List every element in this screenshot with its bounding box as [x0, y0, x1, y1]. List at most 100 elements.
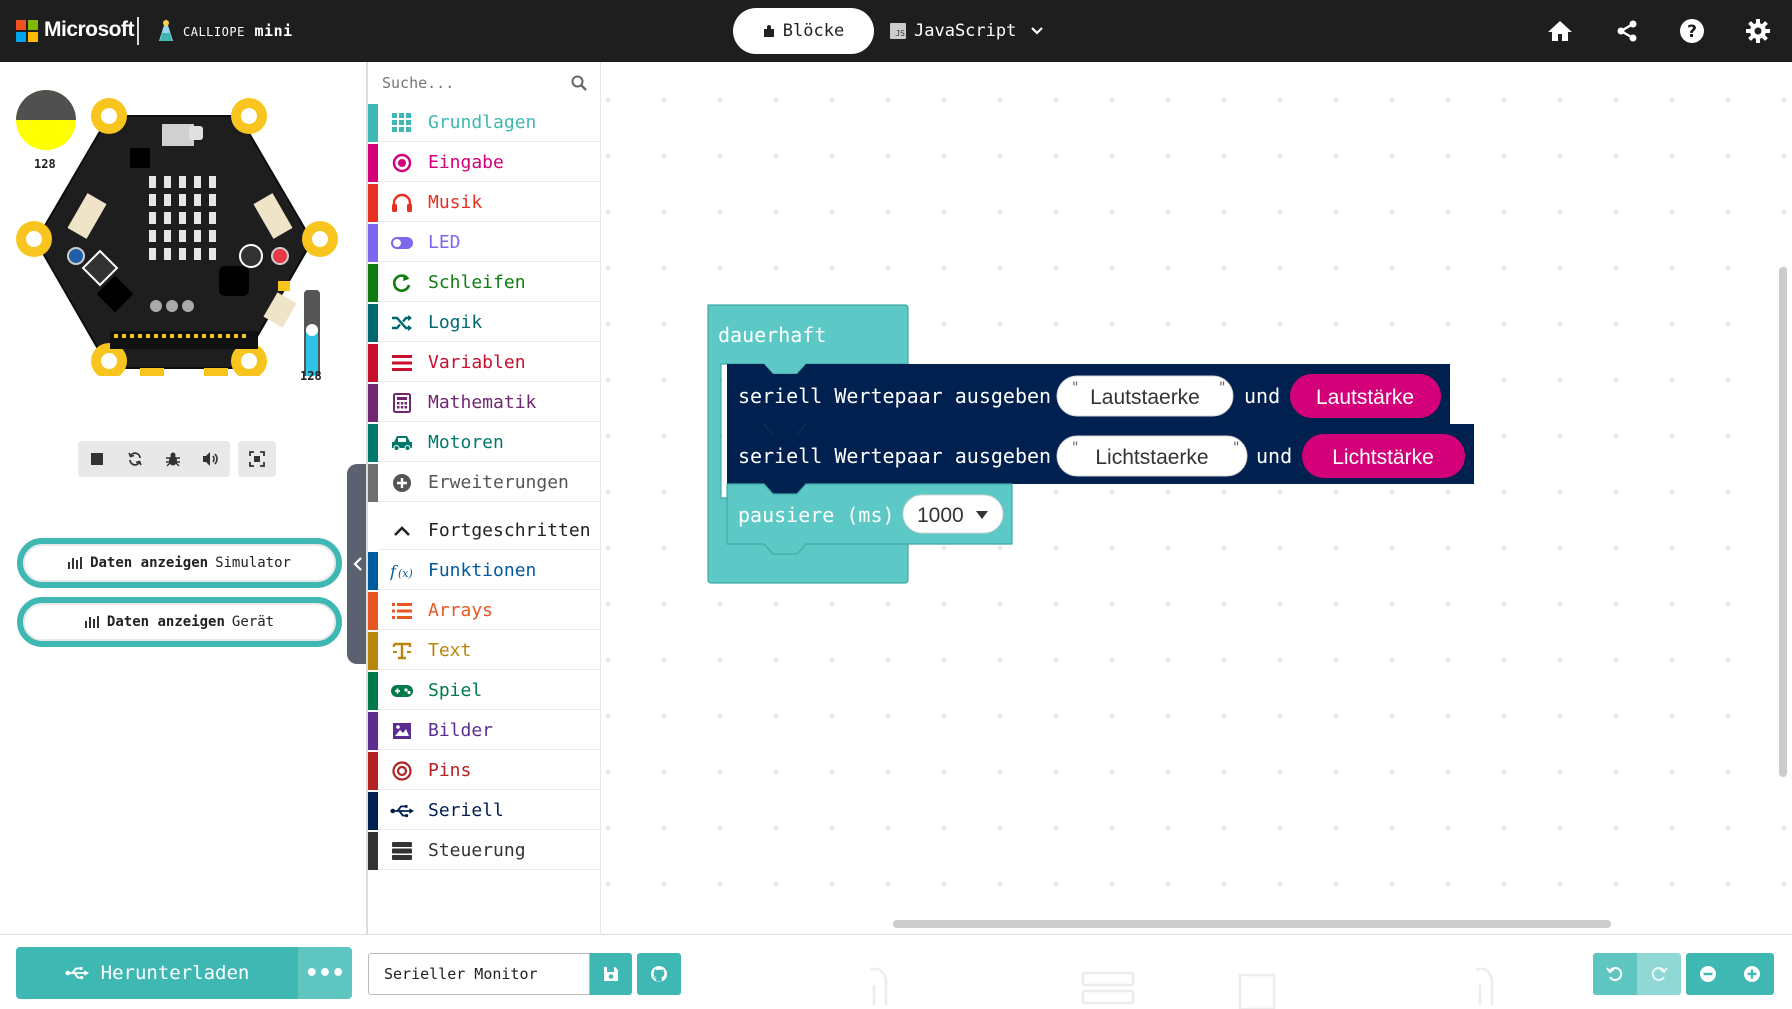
zoom-out-icon [1700, 966, 1716, 982]
download-label: Herunterladen [100, 962, 250, 984]
fullscreen-button[interactable] [238, 441, 276, 477]
array-list-icon [390, 599, 414, 623]
svg-text:?: ? [1687, 22, 1697, 42]
category-text[interactable]: Text [368, 631, 601, 670]
simulator-controls [78, 441, 280, 477]
category-spiel[interactable]: Spiel [368, 671, 601, 710]
category-seriell[interactable]: Seriell [368, 791, 601, 830]
grid-icon [390, 111, 414, 135]
sound-level-slider[interactable] [304, 290, 320, 376]
search-icon[interactable] [571, 75, 587, 91]
button-b[interactable] [239, 244, 289, 268]
undo-button[interactable] [1593, 953, 1637, 995]
product-name[interactable]: CALLIOPE mini [183, 22, 293, 40]
radio-button-icon [390, 151, 414, 175]
variable-lichtstaerke[interactable] [1302, 434, 1465, 478]
share-icon[interactable] [1612, 16, 1642, 46]
variable-lautstaerke-label: Lautstärke [1316, 386, 1414, 409]
pause-block[interactable]: pausiere (ms) 1000 [726, 483, 1013, 555]
debug-button[interactable] [154, 441, 192, 477]
category-steuerung[interactable]: Steuerung [368, 831, 601, 870]
variable-lautstaerke[interactable] [1290, 374, 1441, 418]
calliope-board-simulator[interactable] [14, 76, 344, 376]
category-variablen[interactable]: Variablen [368, 343, 601, 382]
usb-icon [390, 799, 414, 823]
string-input-lichtstaerke[interactable] [1056, 435, 1248, 477]
serial-write-value-block-1[interactable]: seriell Wertepaar ausgeben " " Lautstaer… [727, 364, 1450, 434]
svg-text:": " [1071, 440, 1079, 456]
light-level-indicator[interactable] [16, 90, 76, 150]
string-value-lautstaerke[interactable]: Lautstaerke [1090, 386, 1200, 409]
vertical-scrollbar[interactable] [1779, 267, 1787, 777]
led-matrix[interactable] [149, 176, 216, 260]
category-pins[interactable]: Pins [368, 751, 601, 790]
mute-button[interactable] [192, 441, 230, 477]
zoom-in-button[interactable] [1730, 953, 1774, 995]
horizontal-scrollbar[interactable] [893, 920, 1611, 928]
blocks-tab-label: Blöcke [782, 21, 845, 41]
category-musik[interactable]: Musik [368, 183, 601, 222]
pause-label: pausiere (ms) [738, 503, 895, 527]
show-data-simulator-button[interactable]: Daten anzeigen Simulator [17, 538, 342, 588]
button-a[interactable] [67, 247, 119, 287]
restart-button[interactable] [116, 441, 154, 477]
category-motoren[interactable]: Motoren [368, 423, 601, 462]
redo-icon [1651, 967, 1668, 981]
github-icon [651, 966, 667, 982]
show-data-device-button[interactable]: Daten anzeigen Gerät [17, 597, 342, 647]
github-button[interactable] [637, 953, 681, 995]
serial-write-value-block-2[interactable]: seriell Wertepaar ausgeben " " Lichtstae… [727, 424, 1474, 494]
redo-button[interactable] [1637, 953, 1681, 995]
microsoft-brand[interactable]: Microsoft [44, 18, 135, 41]
download-button[interactable]: Herunterladen [16, 947, 298, 999]
javascript-tab-label: JavaScript [914, 21, 1017, 41]
string-value-lichtstaerke[interactable]: Lichtstaerke [1095, 446, 1208, 469]
stop-button[interactable] [78, 441, 116, 477]
more-options-button[interactable]: ••• [298, 947, 352, 999]
category-funktionen[interactable]: f(x) Funktionen [368, 551, 601, 590]
headphones-icon [390, 191, 414, 215]
undo-icon [1606, 967, 1623, 981]
serial-block-1-label: seriell Wertepaar ausgeben [738, 384, 1051, 408]
project-name-input[interactable] [368, 953, 590, 995]
category-logik[interactable]: Logik [368, 303, 601, 342]
blocks-workspace[interactable]: dauerhaft seriell Wertepaar ausgeben " "… [601, 62, 1792, 934]
collapse-simulator-button[interactable] [347, 464, 369, 664]
home-icon[interactable] [1545, 16, 1575, 46]
sound-icon [203, 452, 218, 466]
category-fortgeschritten[interactable]: Fortgeschritten [368, 511, 601, 550]
category-grundlagen[interactable]: Grundlagen [368, 103, 601, 142]
svg-text:f: f [390, 562, 399, 581]
stop-icon [91, 453, 103, 465]
help-icon[interactable]: ? [1677, 16, 1707, 46]
category-arrays[interactable]: Arrays [368, 591, 601, 630]
category-led[interactable]: LED [368, 223, 601, 262]
search-input[interactable] [382, 74, 557, 92]
light-level-value: 128 [34, 157, 56, 171]
javascript-icon: JS [890, 23, 906, 39]
bottom-decoration [478, 967, 1738, 1009]
string-input-lautstaerke[interactable] [1056, 375, 1234, 417]
javascript-tab[interactable]: JS JavaScript [890, 8, 1055, 54]
bottom-bar: Herunterladen ••• [0, 934, 1792, 1009]
top-bar: Microsoft CALLIOPE mini Blöcke JS JavaSc… [0, 0, 1792, 62]
sound-level-value: 128 [300, 369, 322, 383]
zoom-out-button[interactable] [1686, 953, 1730, 995]
category-erweiterungen[interactable]: Erweiterungen [368, 463, 601, 502]
settings-icon[interactable] [1743, 16, 1773, 46]
toolbox: Grundlagen Eingabe Musik LED Schleifen L… [366, 62, 601, 934]
category-bilder[interactable]: Bilder [368, 711, 601, 750]
pause-duration-dropdown[interactable] [902, 494, 1004, 534]
blocks-canvas: dauerhaft seriell Wertepaar ausgeben " "… [707, 304, 1474, 584]
restart-icon [128, 452, 142, 466]
blocks-tab[interactable]: Blöcke [733, 8, 874, 54]
chevron-up-icon [390, 519, 414, 543]
svg-text:": " [1071, 380, 1079, 396]
category-eingabe[interactable]: Eingabe [368, 143, 601, 182]
server-icon [390, 839, 414, 863]
category-schleifen[interactable]: Schleifen [368, 263, 601, 302]
chevron-down-icon[interactable] [1030, 26, 1044, 36]
category-mathematik[interactable]: Mathematik [368, 383, 601, 422]
save-button[interactable] [590, 953, 632, 995]
microsoft-logo-icon [16, 20, 38, 42]
